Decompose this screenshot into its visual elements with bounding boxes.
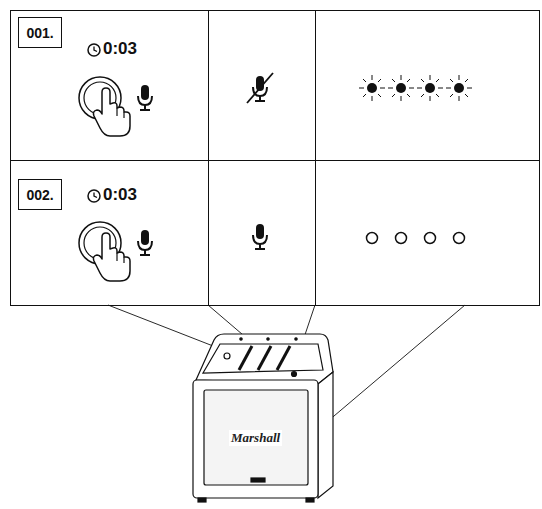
duration-label: 0:03	[103, 185, 137, 205]
brand-logo: Marshall	[229, 430, 282, 446]
step-number-box: 002.	[18, 179, 62, 210]
table-grid	[10, 10, 540, 306]
step-number: 001.	[26, 25, 53, 41]
speaker-illustration	[193, 334, 333, 502]
step-number-box: 001.	[18, 17, 62, 48]
led-off	[367, 233, 465, 244]
mic-muted-icon	[247, 73, 273, 103]
step-number: 002.	[26, 187, 53, 203]
duration-label: 0:03	[103, 39, 137, 59]
